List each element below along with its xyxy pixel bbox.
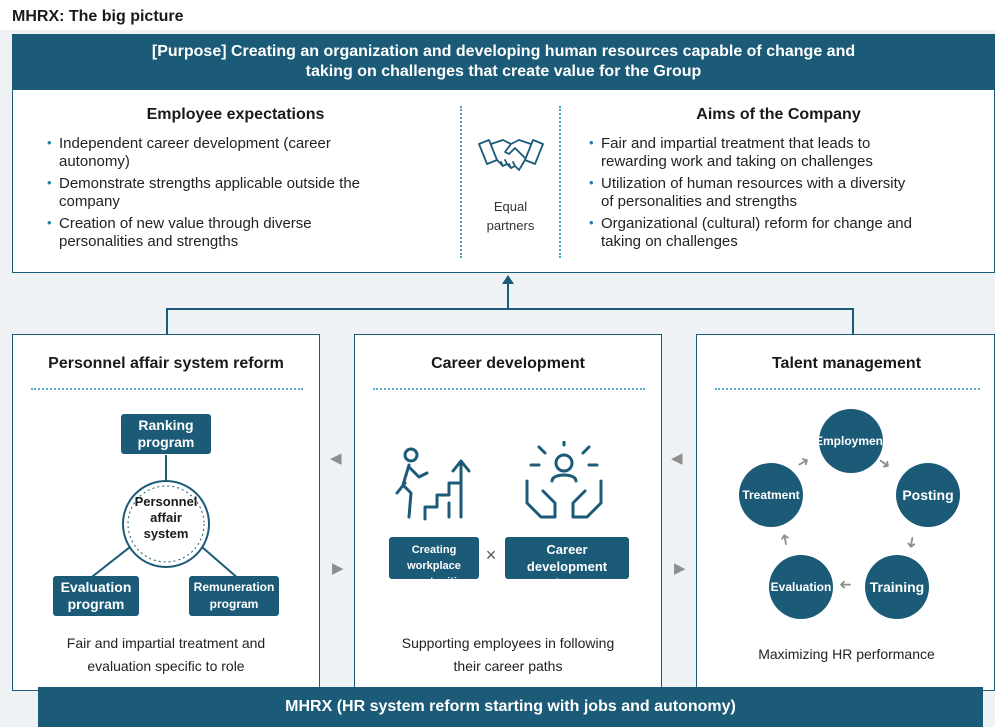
dotted-divider	[460, 106, 462, 258]
career-development-caption: Supporting employees in following their …	[401, 635, 615, 674]
page-title: MHRX: The big picture	[12, 8, 184, 25]
personnel-reform-heading: Personnel affair system reform	[48, 355, 284, 372]
times-symbol: ×	[485, 545, 497, 565]
equal-partners-label: Equal partners	[486, 199, 535, 233]
list-item: Fair and impartial treatment that leads …	[587, 134, 992, 170]
employee-expectations-list: Independent career development (careerau…	[45, 134, 445, 255]
workplace-opportunities-tag: Creating workplace opportunities	[389, 537, 479, 588]
cycle-node-evaluation: Evaluation	[769, 555, 833, 619]
handshake-icon	[478, 139, 544, 171]
dotted-divider	[559, 106, 561, 258]
right-arrow-icon: ▶	[332, 560, 344, 577]
purpose-line-1: [Purpose] Creating an organization and d…	[151, 43, 856, 60]
cycle-arrow-icon: ➜	[793, 451, 813, 474]
personnel-reform-caption: Fair and impartial treatment and evaluat…	[66, 635, 266, 674]
company-aims-list: Fair and impartial treatment that leads …	[587, 134, 992, 255]
list-item: Independent career development (careerau…	[45, 134, 445, 170]
connector-line	[507, 282, 509, 309]
career-development-box: Career development Creating workplace op…	[354, 334, 662, 691]
dotted-separator	[31, 388, 303, 390]
personnel-system-diagram	[87, 455, 241, 581]
career-development-heading: Career development	[431, 355, 585, 372]
list-item: Demonstrate strengths applicable outside…	[45, 174, 445, 210]
ranking-program-tag: Ranking program	[121, 414, 211, 454]
personnel-affair-system-label: Personnel affair system	[134, 494, 198, 541]
career-assistance-tag: Career development assistance	[505, 537, 629, 591]
cycle-node-treatment: Treatment	[739, 463, 803, 527]
cycle-node-employment: Employment	[815, 409, 887, 473]
climbing-stairs-icon	[395, 447, 471, 521]
remuneration-program-tag: Remuneration program	[189, 576, 279, 616]
connector-line	[166, 308, 854, 310]
up-arrow-icon	[502, 275, 514, 284]
dotted-separator	[373, 388, 645, 390]
talent-management-box: Talent management ➜ ➜ ➜ ➜ ➜ Employment P…	[696, 334, 995, 691]
evaluation-program-tag: Evaluation program	[53, 576, 139, 616]
supportive-hands-icon	[525, 441, 603, 519]
cycle-arrow-icon: ➜	[775, 531, 795, 548]
connector-line	[852, 308, 854, 334]
purpose-banner: [Purpose] Creating an organization and d…	[12, 34, 995, 90]
talent-management-caption: Maximizing HR performance	[758, 646, 935, 662]
bottom-banner: MHRX (HR system reform starting with job…	[38, 687, 983, 727]
list-item: Utilization of human resources with a di…	[587, 174, 992, 210]
right-arrow-icon: ▶	[674, 560, 686, 577]
talent-management-heading: Talent management	[771, 355, 922, 372]
left-arrow-icon: ◀	[330, 450, 342, 467]
cycle-arrow-icon: ➜	[839, 576, 852, 593]
employee-expectations-heading: Employee expectations	[146, 106, 325, 123]
list-item: Creation of new value through diverseper…	[45, 214, 445, 250]
expectations-panel: Employee expectations Independent career…	[12, 90, 995, 273]
cycle-arrow-icon: ➜	[901, 534, 921, 551]
cycle-node-posting: Posting	[896, 463, 960, 527]
left-arrow-icon: ◀	[671, 450, 683, 467]
purpose-line-2: taking on challenges that create value f…	[305, 63, 702, 80]
dotted-separator	[715, 388, 980, 390]
connector-line	[166, 308, 168, 334]
personnel-reform-box: Personnel affair system reform Ranking p…	[12, 334, 320, 691]
cycle-node-training: Training	[865, 555, 929, 619]
company-aims-heading: Aims of the Company	[696, 106, 861, 123]
list-item: Organizational (cultural) reform for cha…	[587, 214, 992, 250]
